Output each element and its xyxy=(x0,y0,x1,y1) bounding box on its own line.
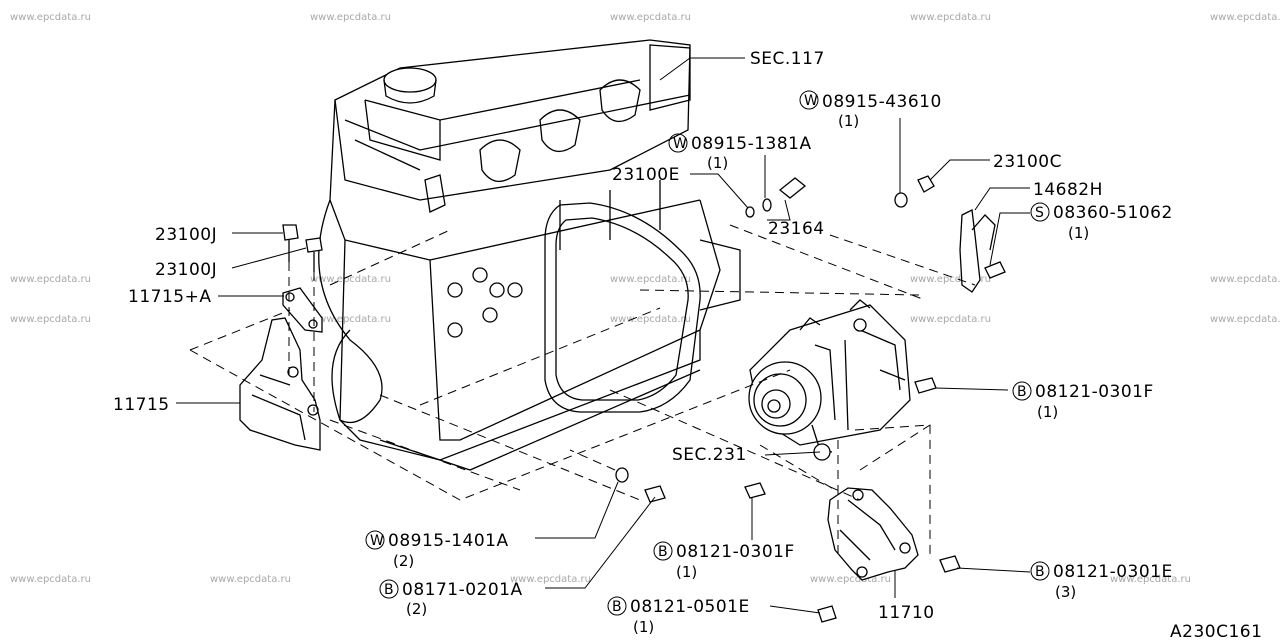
watermark: www.epcdata.ru xyxy=(310,274,391,285)
qty-08121-0301f: (1) xyxy=(676,563,697,581)
qty-08360-51062: (1) xyxy=(1068,224,1089,242)
drive-belt xyxy=(544,202,701,413)
watermark: www.epcdata.ru xyxy=(810,574,891,585)
prefix-circle xyxy=(799,90,819,110)
watermark: www.epcdata.ru xyxy=(310,12,391,23)
watermark: www.epcdata.ru xyxy=(910,314,991,325)
qty-08915-1401a: (2) xyxy=(393,552,414,570)
prefix-w: W xyxy=(673,136,687,152)
label-11710: 11710 xyxy=(878,603,935,623)
watermark: www.epcdata.ru xyxy=(910,12,991,23)
part-labels: SEC.117 W 08915-43610 (1) W 08915-1381A … xyxy=(113,49,1262,640)
label-23100j: 23100J xyxy=(155,260,217,280)
watermark: www.epcdata.ru xyxy=(1110,574,1191,585)
label-08360-51062: 08360-51062 xyxy=(1053,203,1173,223)
label-08915-1401a: 08915-1401A xyxy=(388,531,509,551)
qty-08171-0201a: (2) xyxy=(406,600,427,618)
prefix-circle xyxy=(1012,381,1032,401)
prefix-circle xyxy=(365,530,385,550)
alternator xyxy=(748,299,911,461)
watermark: www.epcdata.ru xyxy=(10,12,91,23)
label-08121-0301e: 08121-0301E xyxy=(1053,562,1173,582)
engine-block xyxy=(318,39,741,471)
leader-lines xyxy=(176,57,1031,614)
label-23100e: 23100E xyxy=(612,165,680,185)
watermark: www.epcdata.ru xyxy=(10,314,91,325)
watermark: www.epcdata.ru xyxy=(610,12,691,23)
prefix-circle xyxy=(1030,561,1050,581)
diagram-code: A230C161 xyxy=(1170,622,1262,640)
label-08121-0501e: 08121-0501E xyxy=(630,597,750,617)
watermark: www.epcdata.ru xyxy=(610,274,691,285)
label-11715: 11715 xyxy=(113,395,170,415)
prefix-s: S xyxy=(1035,205,1044,221)
qty-08915-1381a: (1) xyxy=(707,154,728,172)
label-08121-0301f: 08121-0301F xyxy=(676,542,795,562)
watermark: www.epcdata.ru xyxy=(10,574,91,585)
prefix-circle xyxy=(607,596,627,616)
label-sec231: SEC.231 xyxy=(672,445,747,465)
label-23100c: 23100C xyxy=(993,152,1062,172)
prefix-w: W xyxy=(804,93,818,109)
bracket-11715a xyxy=(282,287,323,333)
watermark: www.epcdata.ru xyxy=(610,314,691,325)
label-11715a: 11715+A xyxy=(128,287,211,307)
watermark: www.epcdata.ru xyxy=(210,574,291,585)
bolt-23100j xyxy=(282,224,323,272)
watermark: www.epcdata.ru xyxy=(1210,12,1280,23)
assembly-lines xyxy=(189,224,976,560)
label-08171-0201a: 08171-0201A xyxy=(402,580,523,600)
prefix-circle xyxy=(653,541,673,561)
prefix-w: W xyxy=(370,533,384,549)
prefix-b: B xyxy=(1017,384,1027,400)
prefix-circle xyxy=(1030,202,1050,222)
label-14682h: 14682H xyxy=(1033,180,1103,200)
label-08915-43610: 08915-43610 xyxy=(822,92,942,112)
label-sec117: SEC.117 xyxy=(750,49,825,69)
watermark: www.epcdata.ru xyxy=(910,274,991,285)
watermark: www.epcdata.ru xyxy=(310,314,391,325)
watermark: www.epcdata.ru xyxy=(1210,314,1280,325)
bracket-11715 xyxy=(239,317,321,451)
watermark-group: www.epcdata.ru www.epcdata.ru www.epcdat… xyxy=(10,12,1280,585)
label-08915-1381a: 08915-1381A xyxy=(691,134,812,154)
prefix-circle xyxy=(379,579,399,599)
prefix-b: B xyxy=(384,582,394,598)
watermark: www.epcdata.ru xyxy=(1210,274,1280,285)
qty-08915-43610: (1) xyxy=(838,112,859,130)
label-08121-0301f: 08121-0301F xyxy=(1035,382,1154,402)
prefix-b: B xyxy=(1035,564,1045,580)
watermark: www.epcdata.ru xyxy=(10,274,91,285)
label-23100j: 23100J xyxy=(155,225,217,245)
qty-08121-0301f: (1) xyxy=(1037,403,1058,421)
qty-08121-0301e: (3) xyxy=(1055,583,1076,601)
qty-08121-0501e: (1) xyxy=(633,618,654,636)
prefix-b: B xyxy=(658,544,668,560)
prefix-b: B xyxy=(612,599,622,615)
watermark: www.epcdata.ru xyxy=(510,574,591,585)
bracket-11710 xyxy=(827,487,919,581)
label-23164: 23164 xyxy=(768,219,825,239)
bracket-14682h xyxy=(959,209,996,293)
fasteners xyxy=(615,175,1006,623)
prefix-circle xyxy=(668,133,688,153)
